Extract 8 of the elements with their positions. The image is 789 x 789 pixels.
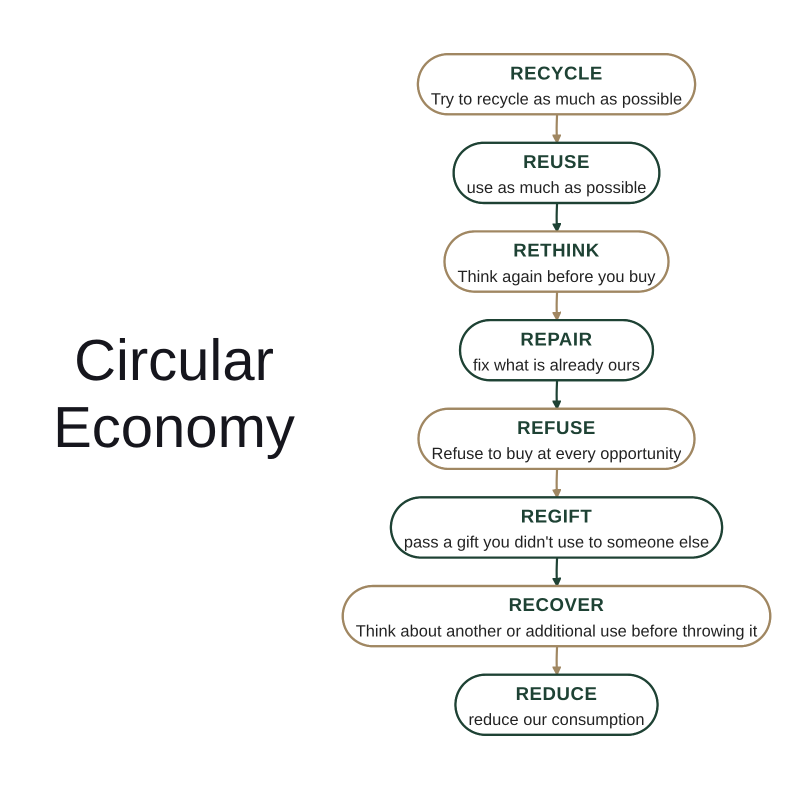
arrow [552, 646, 562, 676]
arrow [552, 469, 562, 498]
diagram-title: Circular Economy [52, 328, 296, 462]
arrow [552, 558, 562, 587]
arrow [552, 380, 562, 410]
arrow [552, 204, 562, 232]
arrow [552, 114, 562, 144]
arrow [552, 292, 562, 322]
